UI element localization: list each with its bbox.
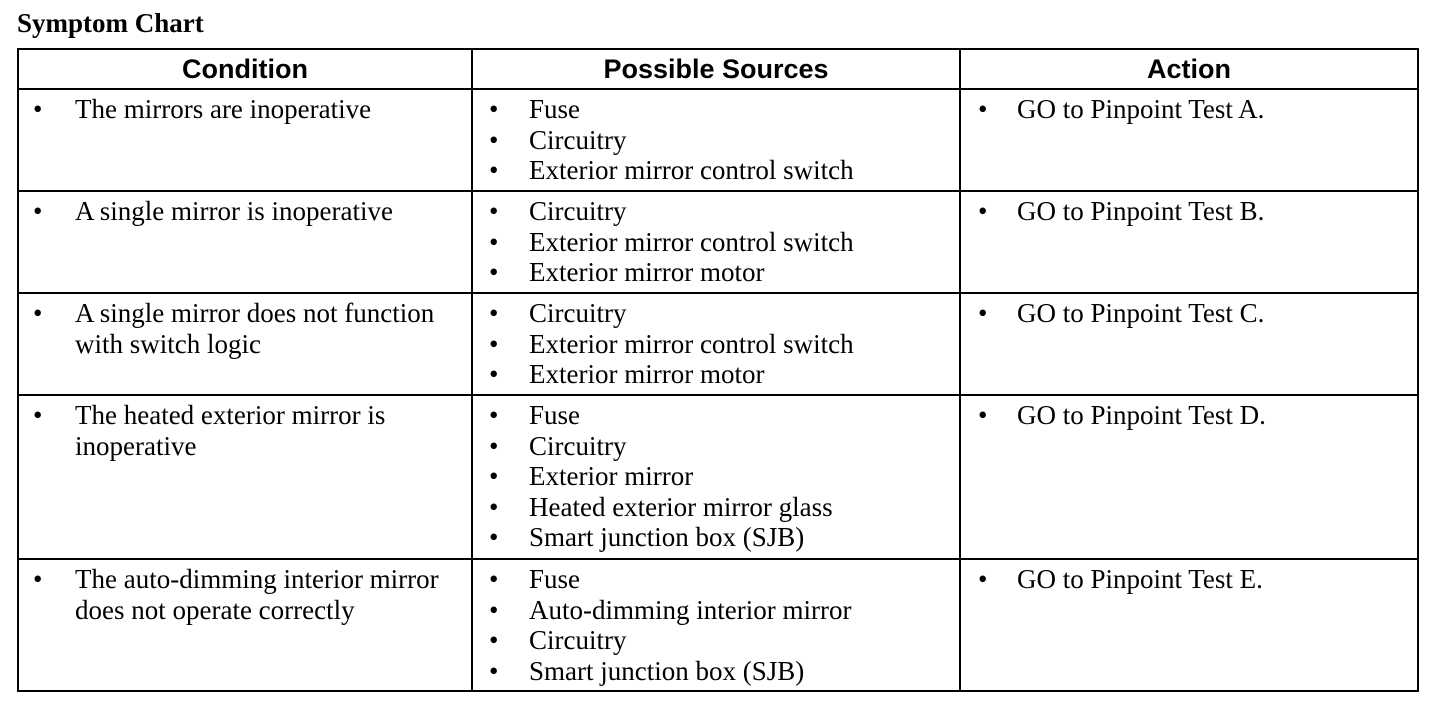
source-item: Exterior mirror motor xyxy=(473,257,959,288)
condition-item: A single mirror does not function with s… xyxy=(19,298,471,359)
sources-cell: Fuse Circuitry Exterior mirror control s… xyxy=(471,88,961,192)
action-item: GO to Pinpoint Test C. xyxy=(961,298,1417,329)
header-condition: Condition xyxy=(17,48,473,90)
condition-cell: The auto-dimming interior mirror does no… xyxy=(17,558,473,692)
source-item: Circuitry xyxy=(473,431,959,462)
table-row: A single mirror is inoperative Circuitry… xyxy=(17,190,1419,294)
page-title: Symptom Chart xyxy=(17,8,204,38)
condition-cell: A single mirror does not function with s… xyxy=(17,292,473,396)
symptom-table: Condition Possible Sources Action The mi… xyxy=(17,48,1419,692)
source-item: Exterior mirror xyxy=(473,461,959,492)
source-item: Auto-dimming interior mirror xyxy=(473,595,959,626)
header-action: Action xyxy=(959,48,1419,90)
condition-item: The heated exterior mirror is inoperativ… xyxy=(19,400,471,461)
condition-cell: The heated exterior mirror is inoperativ… xyxy=(17,394,473,560)
action-cell: GO to Pinpoint Test A. xyxy=(959,88,1419,192)
source-item: Fuse xyxy=(473,564,959,595)
source-item: Circuitry xyxy=(473,298,959,329)
source-item: Heated exterior mirror glass xyxy=(473,492,959,523)
table-row: The auto-dimming interior mirror does no… xyxy=(17,558,1419,692)
condition-cell: A single mirror is inoperative xyxy=(17,190,473,294)
sources-cell: Circuitry Exterior mirror control switch… xyxy=(471,190,961,294)
action-cell: GO to Pinpoint Test B. xyxy=(959,190,1419,294)
action-item: GO to Pinpoint Test B. xyxy=(961,196,1417,227)
condition-item: A single mirror is inoperative xyxy=(19,196,471,227)
action-item: GO to Pinpoint Test A. xyxy=(961,94,1417,125)
action-item: GO to Pinpoint Test E. xyxy=(961,564,1417,595)
source-item: Circuitry xyxy=(473,125,959,156)
condition-item: The auto-dimming interior mirror does no… xyxy=(19,564,471,625)
sources-cell: Circuitry Exterior mirror control switch… xyxy=(471,292,961,396)
table-row: A single mirror does not function with s… xyxy=(17,292,1419,396)
action-cell: GO to Pinpoint Test C. xyxy=(959,292,1419,396)
source-item: Exterior mirror control switch xyxy=(473,329,959,360)
source-item: Exterior mirror control switch xyxy=(473,155,959,186)
table-row: The mirrors are inoperative Fuse Circuit… xyxy=(17,88,1419,192)
source-item: Exterior mirror control switch xyxy=(473,227,959,258)
condition-cell: The mirrors are inoperative xyxy=(17,88,473,192)
source-item: Circuitry xyxy=(473,196,959,227)
sources-cell: Fuse Circuitry Exterior mirror Heated ex… xyxy=(471,394,961,560)
sources-cell: Fuse Auto-dimming interior mirror Circui… xyxy=(471,558,961,692)
action-cell: GO to Pinpoint Test E. xyxy=(959,558,1419,692)
source-item: Fuse xyxy=(473,400,959,431)
header-possible-sources: Possible Sources xyxy=(471,48,961,90)
source-item: Circuitry xyxy=(473,625,959,656)
source-item: Fuse xyxy=(473,94,959,125)
condition-item: The mirrors are inoperative xyxy=(19,94,471,125)
table-row: The heated exterior mirror is inoperativ… xyxy=(17,394,1419,560)
source-item: Smart junction box (SJB) xyxy=(473,656,959,687)
source-item: Smart junction box (SJB) xyxy=(473,522,959,553)
action-cell: GO to Pinpoint Test D. xyxy=(959,394,1419,560)
header-row: Condition Possible Sources Action xyxy=(17,48,1419,90)
source-item: Exterior mirror motor xyxy=(473,359,959,390)
action-item: GO to Pinpoint Test D. xyxy=(961,400,1417,431)
